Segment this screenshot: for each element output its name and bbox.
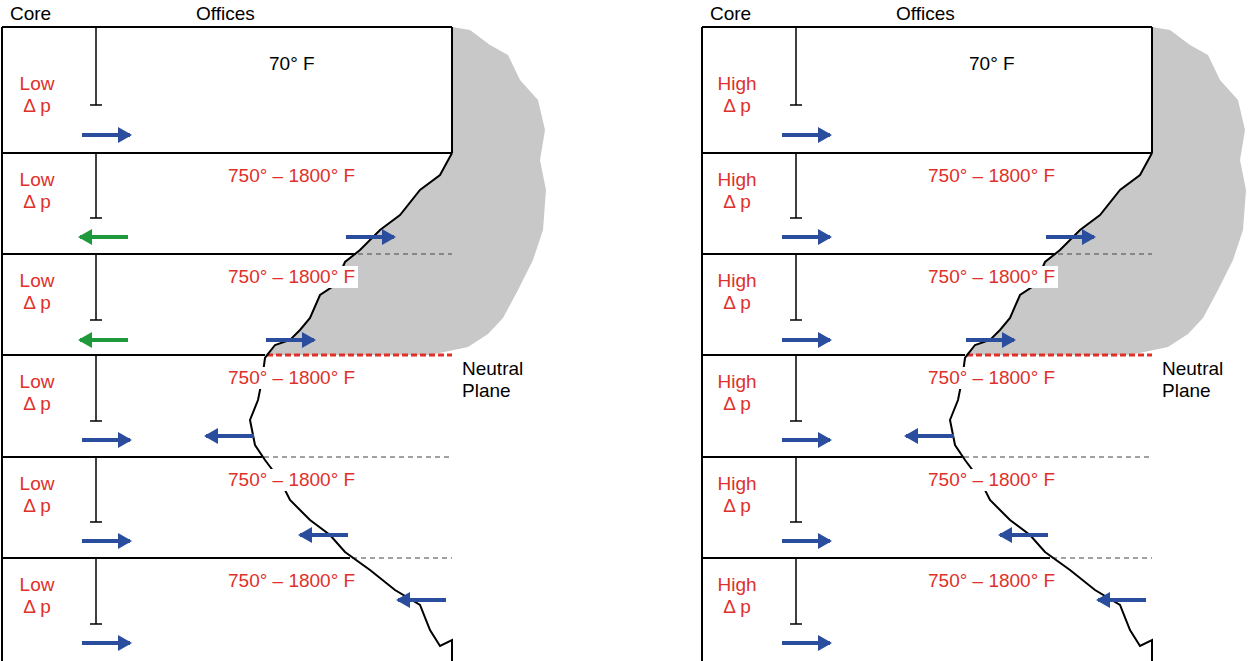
pressure-label: Low Δ p xyxy=(14,574,60,618)
core-heading: Core xyxy=(710,3,751,25)
pressure-label: Low Δ p xyxy=(14,473,60,517)
floor-box: High Δ p 70° F xyxy=(702,27,1152,153)
pressure-label: High Δ p xyxy=(714,371,760,415)
temperature-label: 750° – 1800° F xyxy=(225,367,358,389)
floor-box: High Δ p 750° – 1800° F xyxy=(702,558,1152,661)
temperature-label: 70° F xyxy=(266,53,318,75)
temperature-label: 750° – 1800° F xyxy=(225,570,358,592)
temperature-label: 750° – 1800° F xyxy=(925,367,1058,389)
temperature-label: 750° – 1800° F xyxy=(225,469,358,491)
temperature-label: 750° – 1800° F xyxy=(925,266,1058,288)
temperature-label: 750° – 1800° F xyxy=(225,266,358,288)
floor-box: High Δ p 750° – 1800° F xyxy=(702,355,1152,457)
pressure-label: High Δ p xyxy=(714,473,760,517)
pressure-label: Low Δ p xyxy=(14,371,60,415)
temperature-label: 750° – 1800° F xyxy=(925,570,1058,592)
temperature-label: 750° – 1800° F xyxy=(925,469,1058,491)
floor-box: Low Δ p 750° – 1800° F xyxy=(2,457,452,558)
floor-box: Low Δ p 750° – 1800° F xyxy=(2,355,452,457)
pressure-label: High Δ p xyxy=(714,270,760,314)
floor-box: Low Δ p 750° – 1800° F xyxy=(2,153,452,254)
offices-heading: Offices xyxy=(896,3,955,25)
floor-box: High Δ p 750° – 1800° F xyxy=(702,153,1152,254)
pressure-label: High Δ p xyxy=(714,73,760,117)
floor-box: Low Δ p 750° – 1800° F xyxy=(2,254,452,355)
pressure-label: Low Δ p xyxy=(14,169,60,213)
floor-box: Low Δ p 750° – 1800° F xyxy=(2,558,452,661)
neutral-plane-label: Neutral Plane xyxy=(1162,358,1234,402)
pressure-label: Low Δ p xyxy=(14,73,60,117)
floor-box: High Δ p 750° – 1800° F xyxy=(702,254,1152,355)
floor-box: Low Δ p 70° F xyxy=(2,27,452,153)
floor-box: High Δ p 750° – 1800° F xyxy=(702,457,1152,558)
core-heading: Core xyxy=(10,3,51,25)
temperature-label: 70° F xyxy=(966,53,1018,75)
pressure-label: Low Δ p xyxy=(14,270,60,314)
temperature-label: 750° – 1800° F xyxy=(925,165,1058,187)
temperature-label: 750° – 1800° F xyxy=(225,165,358,187)
pressure-label: High Δ p xyxy=(714,169,760,213)
pressure-label: High Δ p xyxy=(714,574,760,618)
neutral-plane-label: Neutral Plane xyxy=(462,358,534,402)
offices-heading: Offices xyxy=(196,3,255,25)
